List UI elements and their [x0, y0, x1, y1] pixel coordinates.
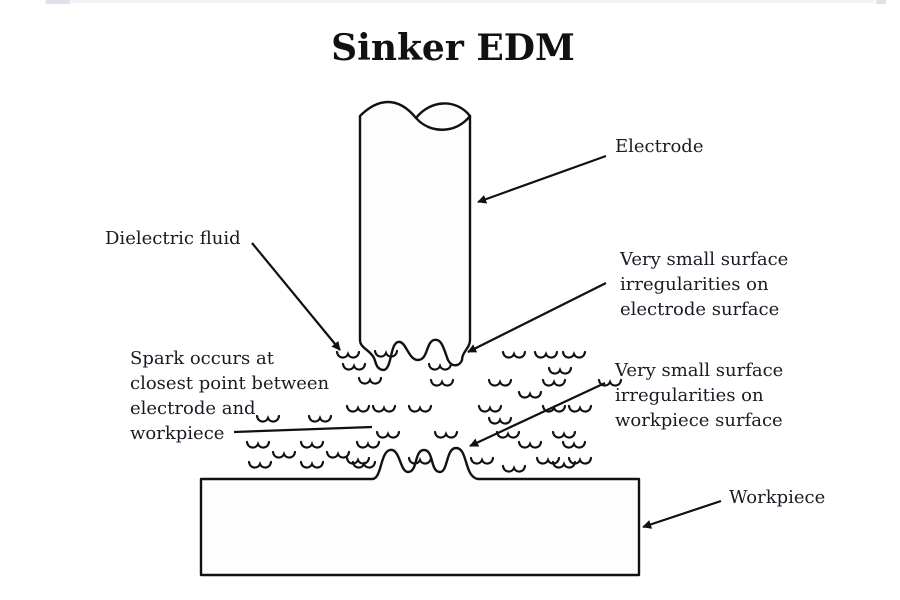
label-electrode: Electrode: [615, 136, 703, 157]
fluid-wave: [373, 349, 399, 358]
fluid-wave: [357, 376, 383, 385]
workpiece-irregularities-leader: [469, 382, 606, 447]
label-line: irregularities on: [620, 274, 769, 295]
label-line: electrode surface: [620, 299, 779, 320]
fluid-wave: [495, 430, 521, 439]
label-electrode-irregularities: Very small surface irregularities on ele…: [619, 249, 794, 320]
fluid-wave: [487, 378, 513, 387]
label-line: electrode and: [130, 398, 256, 419]
label-line: Spark occurs at: [130, 348, 275, 369]
diagram-title: Sinker EDM: [331, 27, 575, 69]
label-line: Workpiece: [729, 487, 825, 508]
fluid-wave: [271, 450, 297, 459]
label-line: Very small surface: [614, 360, 783, 381]
fluid-wave: [517, 440, 543, 449]
electrode-irregularities-leader: [467, 282, 607, 353]
label-line: Electrode: [615, 136, 703, 157]
workpiece-block: [199, 446, 641, 577]
spark-leader: [233, 425, 373, 434]
fluid-wave: [335, 350, 361, 359]
fluid-wave: [245, 440, 271, 449]
fluid-wave: [407, 404, 433, 413]
fluid-wave: [469, 456, 495, 465]
fluid-wave: [325, 450, 351, 459]
fluid-wave: [561, 350, 587, 359]
fluid-wave: [487, 416, 513, 425]
label-line: Very small surface: [619, 249, 788, 270]
fluid-wave: [371, 404, 397, 413]
top-border-tab-left: [46, 0, 70, 4]
fluid-wave: [501, 464, 527, 473]
fluid-wave: [517, 390, 543, 399]
fluid-wave: [547, 366, 573, 375]
label-line: workpiece: [130, 423, 224, 444]
fluid-wave: [427, 362, 453, 371]
fluid-wave: [533, 350, 559, 359]
workpiece-leader: [642, 499, 722, 529]
label-dielectric-fluid: Dielectric fluid: [105, 228, 241, 249]
top-border: [45, 0, 875, 3]
fluid-wave: [477, 404, 503, 413]
label-line: irregularities on: [615, 385, 764, 406]
fluid-wave: [567, 456, 593, 465]
fluid-wave: [501, 350, 527, 359]
fluid-wave: [407, 456, 433, 465]
fluid-wave: [429, 378, 455, 387]
electrode-top-curve: [414, 114, 472, 131]
fluid-wave: [355, 440, 381, 449]
label-line: workpiece surface: [615, 410, 783, 431]
label-workpiece: Workpiece: [729, 487, 825, 508]
fluid-wave: [541, 378, 567, 387]
fluid-wave: [561, 440, 587, 449]
electrode-leader: [477, 154, 607, 204]
label-line: closest point between: [130, 373, 330, 394]
fluid-wave: [307, 414, 333, 423]
fluid-wave: [299, 460, 325, 469]
fluid-wave: [535, 456, 561, 465]
dielectric-fluid-leader: [251, 242, 341, 351]
electrode: [358, 100, 472, 372]
top-border-tab-right: [876, 0, 886, 4]
fluid-wave: [551, 460, 577, 469]
fluid-wave: [551, 430, 577, 439]
fluid-wave: [351, 460, 377, 469]
label-line: Dielectric fluid: [105, 228, 241, 249]
fluid-wave: [255, 414, 281, 423]
label-workpiece-irregularities: Very small surface irregularities on wor…: [614, 360, 789, 431]
fluid-wave: [341, 362, 367, 371]
fluid-wave: [345, 404, 371, 413]
label-spark: Spark occurs at closest point between el…: [130, 348, 335, 444]
fluid-wave: [247, 460, 273, 469]
fluid-wave: [567, 404, 593, 413]
dielectric-fluid-waves: [245, 349, 623, 473]
fluid-wave: [375, 430, 401, 439]
fluid-wave: [299, 440, 325, 449]
fluid-wave: [433, 430, 459, 439]
fluid-wave: [345, 456, 371, 465]
